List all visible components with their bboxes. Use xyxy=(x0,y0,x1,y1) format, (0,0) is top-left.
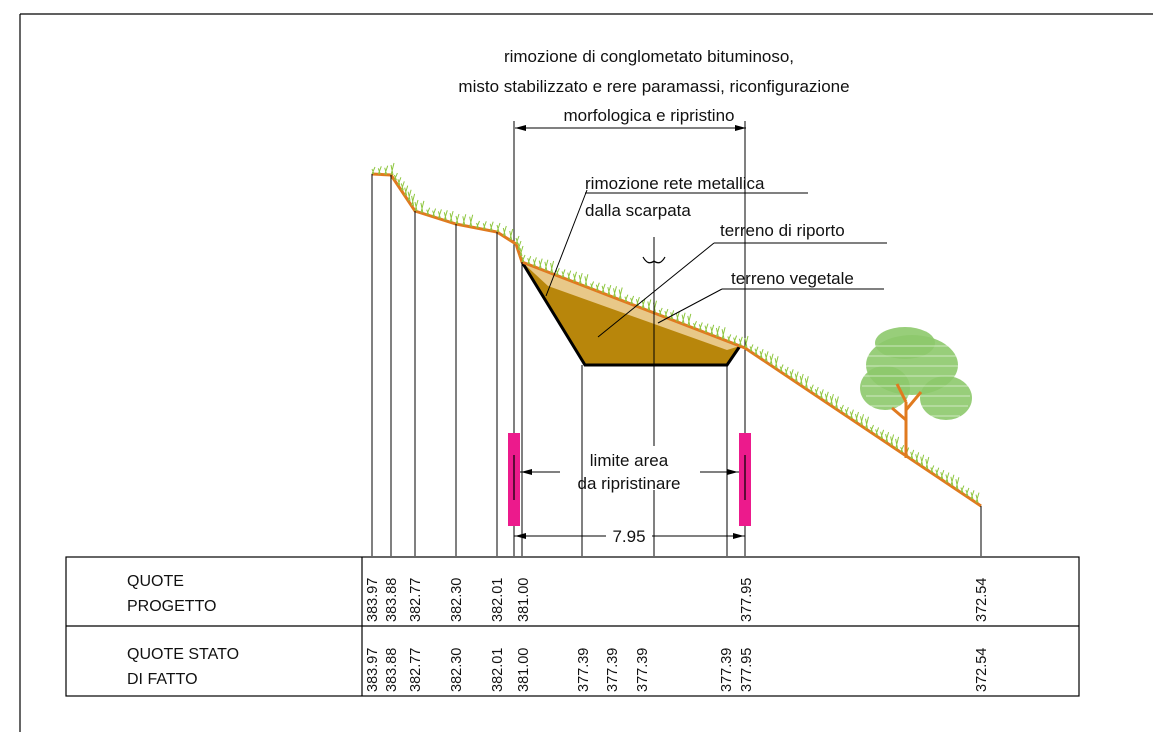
stato-elevation-3: 382.30 xyxy=(449,648,465,692)
stato-elevation-8: 377.39 xyxy=(635,648,651,692)
progetto-elevation-1: 383.88 xyxy=(384,578,400,622)
axis-symbol xyxy=(642,256,666,264)
quote-table xyxy=(65,556,1080,697)
leader-rete xyxy=(545,189,588,297)
limit-arrow-left xyxy=(521,469,532,475)
dimension-795-arrow-right xyxy=(733,533,744,539)
stato-elevation-6: 377.39 xyxy=(576,648,592,692)
stato-elevation-11: 372.54 xyxy=(974,648,990,692)
stato-elevation-5: 381.00 xyxy=(516,648,532,692)
riporto-label: terreno di riporto xyxy=(720,221,845,240)
title-line-2: misto stabilizzato e rere paramassi, ric… xyxy=(458,77,849,96)
dimension-795-label: 7.95 xyxy=(612,527,645,546)
row-progetto-label-2: PROGETTO xyxy=(127,598,217,615)
row-stato-label-1: QUOTE STATO xyxy=(127,646,239,663)
stato-elevation-0: 383.97 xyxy=(365,648,381,692)
leader-vegetale xyxy=(657,288,723,324)
excavation-outline xyxy=(520,261,742,367)
stato-elevation-2: 382.77 xyxy=(408,648,424,692)
stato-elevation-7: 377.39 xyxy=(605,648,621,692)
grass-strokes xyxy=(371,162,980,503)
tree-icon xyxy=(860,327,972,458)
limit-arrow-right xyxy=(727,469,738,475)
progetto-elevation-6: 377.95 xyxy=(739,578,755,622)
rete-label-line-1: rimozione rete metallica xyxy=(585,174,765,193)
row-progetto-label-1: QUOTE xyxy=(127,573,184,590)
limit-label-mask xyxy=(560,446,700,490)
rete-label-line-2: dalla scarpata xyxy=(585,201,691,220)
progetto-elevation-4: 382.01 xyxy=(490,578,506,622)
vegetale-label: terreno vegetale xyxy=(731,269,854,288)
stato-elevation-10: 377.95 xyxy=(739,648,755,692)
intervention-arrow-right xyxy=(735,125,746,131)
title-line-3: morfologica e ripristino xyxy=(563,106,734,125)
row-stato-label-2: DI FATTO xyxy=(127,671,198,688)
dimension-795-mask xyxy=(606,526,652,544)
stato-elevation-9: 377.39 xyxy=(719,648,735,692)
progetto-elevation-7: 372.54 xyxy=(974,578,990,622)
grass-hatching xyxy=(371,162,980,503)
dimension-795-arrow-left xyxy=(515,533,526,539)
progetto-elevation-2: 382.77 xyxy=(408,578,424,622)
leader-riporto xyxy=(597,242,715,338)
reference-lines xyxy=(371,174,982,556)
limit-label-line-1: limite area xyxy=(590,451,669,470)
stato-elevation-4: 382.01 xyxy=(490,648,506,692)
progetto-elevation-5: 381.00 xyxy=(516,578,532,622)
stato-elevation-1: 383.88 xyxy=(384,648,400,692)
intervention-arrow-left xyxy=(515,125,526,131)
title-line-1: rimozione di conglometato bituminoso, xyxy=(504,47,794,66)
limit-label-line-2: da ripristinare xyxy=(578,474,681,493)
progetto-elevation-0: 383.97 xyxy=(365,578,381,622)
progetto-elevation-3: 382.30 xyxy=(449,578,465,622)
